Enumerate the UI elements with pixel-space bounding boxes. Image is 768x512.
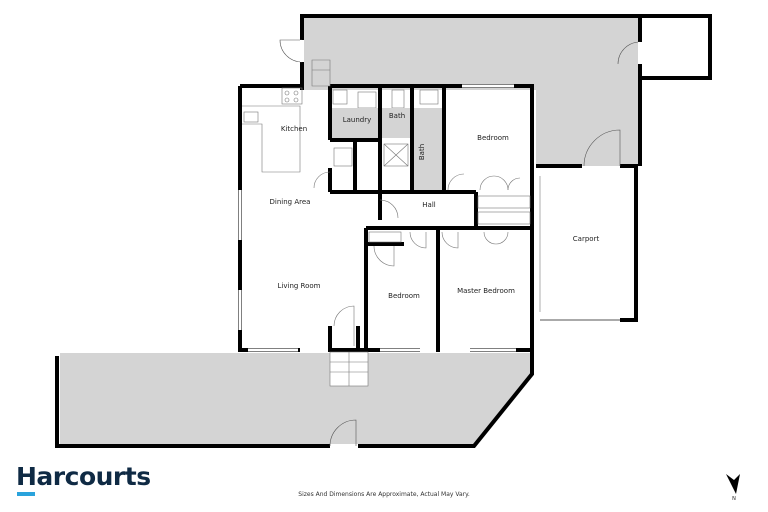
harcourts-logo: Harcourts: [16, 462, 151, 491]
room-label-hall: Hall: [422, 201, 436, 209]
bath-small-floor: [382, 108, 410, 138]
bottom-deck: [55, 351, 534, 448]
logo-underline: [17, 492, 35, 496]
room-label-master-bedroom: Master Bedroom: [457, 287, 515, 295]
room-label-bath-2: Bath: [418, 143, 426, 161]
carport: [536, 129, 638, 322]
disclaimer-text: Sizes And Dimensions Are Approximate, Ac…: [298, 491, 470, 498]
room-label-kitchen: Kitchen: [280, 125, 308, 133]
north-arrow-icon: [726, 474, 740, 494]
north-label: N: [732, 496, 736, 502]
bath-floor: [414, 108, 442, 190]
room-label-living-room: Living Room: [277, 282, 321, 290]
room-label-bath-1: Bath: [388, 112, 406, 120]
room-label-laundry: Laundry: [342, 116, 372, 124]
room-label-bedroom-top: Bedroom: [477, 134, 509, 142]
room-label-dining-area: Dining Area: [269, 198, 311, 206]
fixtures: [238, 59, 531, 352]
room-label-bedroom-bottom: Bedroom: [388, 292, 420, 300]
room-label-carport: Carport: [572, 235, 600, 243]
top-deck: [279, 14, 712, 166]
laundry-floor: [332, 108, 378, 138]
